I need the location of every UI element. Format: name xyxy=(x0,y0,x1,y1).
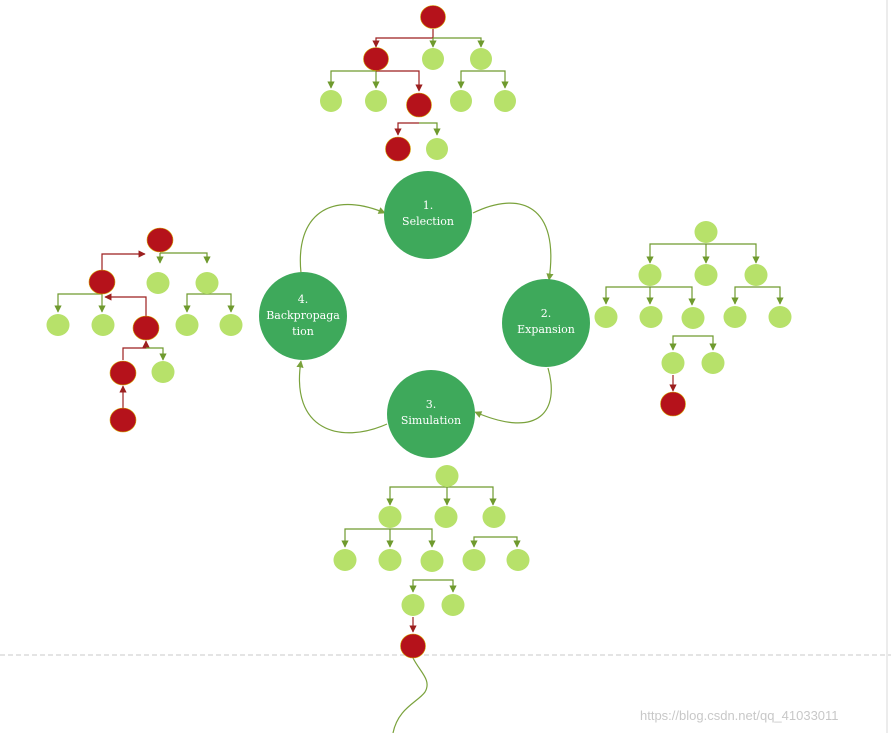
tree-node xyxy=(422,48,444,70)
expansion-tree xyxy=(594,221,792,417)
phase-number: 1. xyxy=(423,199,434,212)
tree-edges xyxy=(327,29,509,136)
tree-nodes xyxy=(320,5,516,162)
tree-node xyxy=(426,138,448,160)
tree-node-selected xyxy=(420,5,446,29)
phase-name-line-1: Backpropaga xyxy=(266,309,340,322)
phase-name: Selection xyxy=(402,215,454,228)
tree-node xyxy=(462,549,486,571)
tree-node xyxy=(744,264,768,286)
tree-node xyxy=(219,314,243,336)
tree-node xyxy=(494,90,516,112)
tree-node xyxy=(91,314,115,336)
tree-node xyxy=(482,506,506,528)
tree-node xyxy=(450,90,472,112)
tree-node xyxy=(434,506,458,528)
phase-number: 2. xyxy=(541,307,552,320)
tree-nodes xyxy=(46,227,243,433)
simulation-tree xyxy=(333,465,530,733)
arrow-expansion-to-simulation xyxy=(474,367,552,424)
tree-node xyxy=(694,221,718,243)
phase-number: 4. xyxy=(298,293,309,306)
tree-node xyxy=(470,48,492,70)
phase-selection: 1. Selection xyxy=(384,171,472,259)
phase-name: Expansion xyxy=(517,323,575,336)
watermark: https://blog.csdn.net/qq_41033011 xyxy=(640,708,839,723)
phase-name: Simulation xyxy=(401,414,461,427)
tree-node xyxy=(506,549,530,571)
tree-node xyxy=(365,90,387,112)
tree-node-selected xyxy=(660,391,686,417)
tree-node xyxy=(435,465,459,487)
tree-node xyxy=(723,306,747,328)
tree-node xyxy=(401,594,425,616)
tree-node-selected xyxy=(363,47,389,71)
tree-node xyxy=(768,306,792,328)
selection-tree xyxy=(320,5,516,162)
tree-node xyxy=(320,90,342,112)
tree-node xyxy=(594,306,618,328)
tree-node xyxy=(46,314,70,336)
tree-nodes xyxy=(594,221,792,417)
tree-edges xyxy=(602,243,784,392)
tree-node xyxy=(681,307,705,329)
arrow-simulation-to-backpropagation xyxy=(296,360,388,434)
tree-node xyxy=(333,549,357,571)
tree-nodes xyxy=(333,465,530,659)
cycle-arrows xyxy=(296,202,554,434)
tree-node xyxy=(638,264,662,286)
phase-expansion: 2. Expansion xyxy=(502,279,590,367)
tree-node-selected xyxy=(109,407,137,433)
tree-node-selected xyxy=(132,315,160,341)
phase-name-line-2: tion xyxy=(292,325,314,338)
tree-node-selected xyxy=(406,92,432,118)
tree-node xyxy=(151,361,175,383)
tree-node xyxy=(175,314,199,336)
tree-node-selected xyxy=(109,360,137,386)
phase-number: 3. xyxy=(426,398,437,411)
arrow-selection-to-expansion xyxy=(472,202,554,281)
tree-node-selected xyxy=(385,136,411,162)
tree-node xyxy=(195,272,219,294)
tree-node xyxy=(661,352,685,374)
arrow-backpropagation-to-selection xyxy=(299,203,386,274)
backpropagation-tree xyxy=(46,227,243,433)
phase-simulation: 3. Simulation xyxy=(387,370,475,458)
tree-node xyxy=(146,272,170,294)
tree-edges xyxy=(54,250,235,408)
tree-node-selected xyxy=(88,269,116,295)
tree-node xyxy=(639,306,663,328)
tree-node xyxy=(378,549,402,571)
tree-node xyxy=(378,506,402,528)
tree-node xyxy=(701,352,725,374)
tree-node xyxy=(441,594,465,616)
tree-node xyxy=(694,264,718,286)
tree-node xyxy=(420,550,444,572)
tree-edges xyxy=(341,486,521,733)
tree-node-selected xyxy=(146,227,174,253)
phase-backpropagation: 4. Backpropaga tion xyxy=(259,272,347,360)
tree-node-selected xyxy=(400,633,426,659)
